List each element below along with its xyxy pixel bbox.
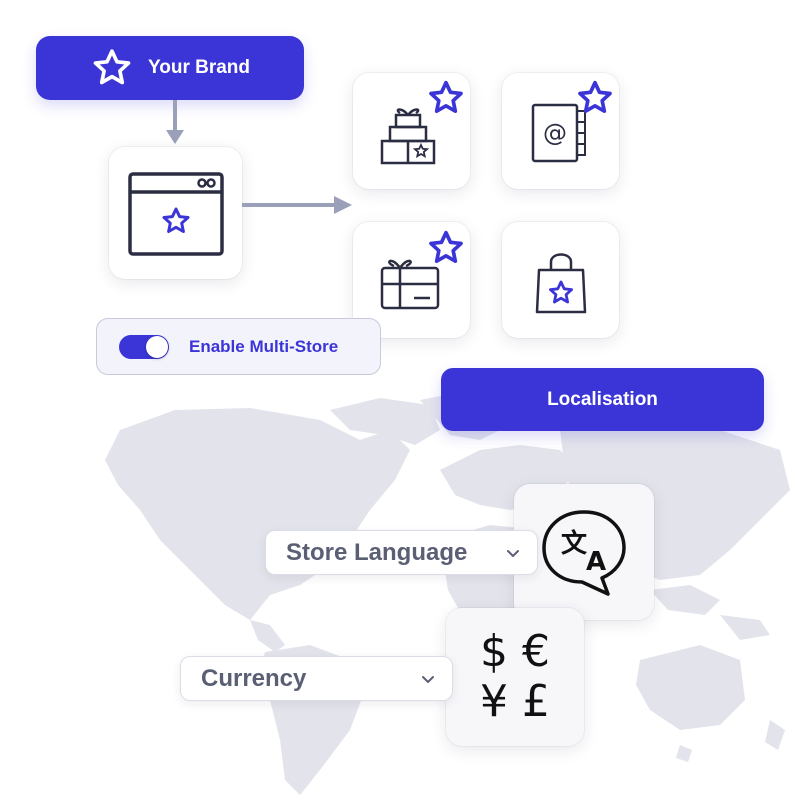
browser-window-icon	[127, 172, 224, 256]
localisation-button[interactable]: Localisation	[441, 368, 764, 431]
currency-card: $ € ¥ £	[446, 608, 584, 746]
arrow-down-icon	[166, 100, 184, 144]
currency-value: Currency	[201, 664, 307, 692]
shopping-bag-icon	[535, 253, 586, 314]
arrow-right-icon	[242, 196, 352, 214]
store-language-value: Store Language	[286, 538, 468, 566]
currency-symbols-row-1: $ €	[480, 626, 550, 677]
store-window-card[interactable]	[109, 147, 242, 279]
translate-icon: 文 A	[542, 510, 626, 596]
your-brand-button[interactable]: Your Brand	[36, 36, 304, 100]
address-book-icon: @	[531, 103, 586, 163]
star-badge-icon	[429, 80, 463, 113]
svg-text:@: @	[543, 119, 567, 147]
star-badge-icon	[429, 230, 463, 263]
translate-glyph-b: A	[586, 547, 606, 577]
store-language-dropdown[interactable]: Store Language	[265, 530, 538, 575]
gift-card-icon	[380, 259, 439, 310]
translate-glyph-a: 文	[561, 528, 588, 559]
your-brand-label: Your Brand	[147, 57, 251, 78]
chevron-down-icon	[422, 675, 434, 683]
currency-symbols-row-2: ¥ £	[480, 676, 550, 727]
store-card-shopping-bag[interactable]	[502, 222, 619, 338]
world-map	[105, 390, 790, 795]
chevron-down-icon	[507, 549, 519, 557]
toggle-label: Enable Multi-Store	[189, 336, 339, 356]
toggle-knob	[146, 335, 168, 358]
enable-multi-store-toggle[interactable]: Enable Multi-Store	[96, 318, 381, 375]
localisation-label: Localisation	[547, 388, 658, 410]
toggle-switch[interactable]	[119, 334, 169, 359]
star-icon	[93, 49, 131, 85]
gift-stack-icon	[380, 108, 435, 165]
currency-dropdown[interactable]: Currency	[180, 656, 453, 701]
star-badge-icon	[578, 80, 612, 113]
